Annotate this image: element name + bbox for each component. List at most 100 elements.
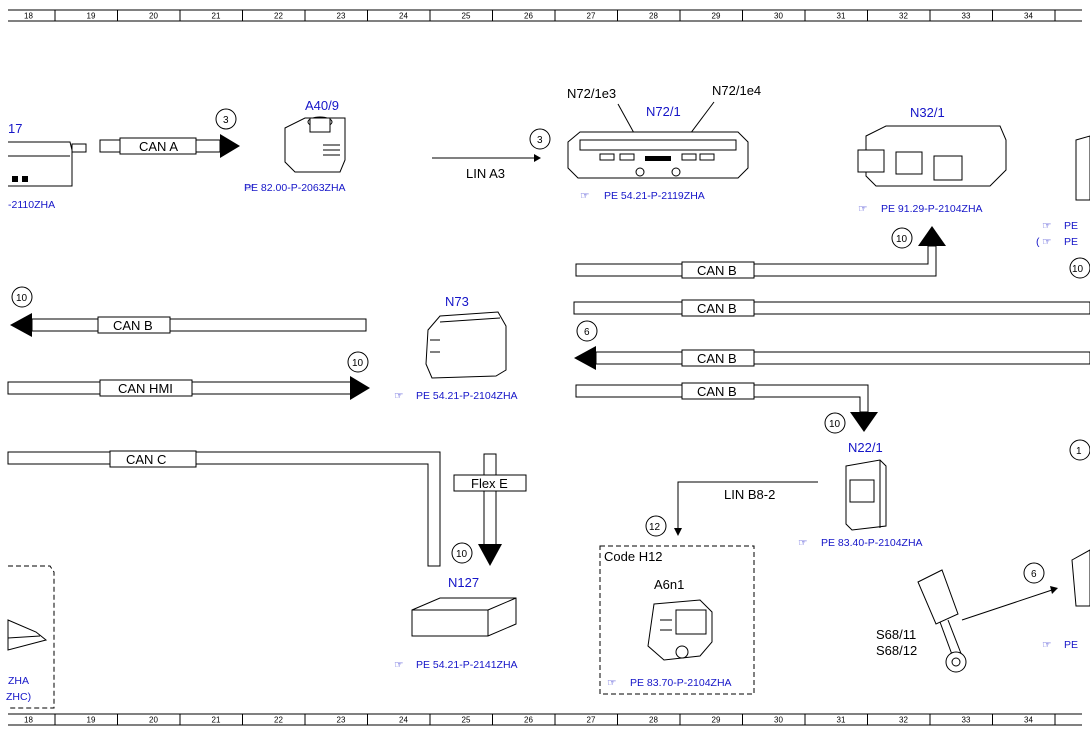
svg-text:☞: ☞ [858,203,867,215]
grid-label: 19 [87,716,96,725]
n72-1-label: N72/1 [646,104,681,119]
can-b-left-bus: CAN B 10 [10,286,367,337]
lin-a3-label: LIN A3 [466,166,505,181]
svg-text:3: 3 [223,115,229,126]
grid-label: 30 [774,12,783,21]
grid-label: 33 [962,716,971,725]
svg-text:☞: ☞ [1042,236,1051,248]
n127-ref: PE 54.21-P-2141ZHA [416,659,518,671]
grid-label: 34 [1024,12,1033,21]
n72-1-component: N72/1e3 N72/1e4 N72/1 PE 54.21-P-2119ZHA… [567,83,761,202]
svg-text:PE: PE [1064,639,1078,651]
grid-label: 28 [649,12,658,21]
svg-text:☞: ☞ [607,677,616,689]
grid-label: 18 [24,716,33,725]
svg-text:10: 10 [829,419,841,430]
n32-1-label: N32/1 [910,105,945,120]
grid-label: 25 [462,12,471,21]
can-b-label-4: CAN B [697,384,737,399]
grid-label: 29 [712,716,721,725]
svg-text:1: 1 [1076,446,1082,457]
a6n1-label: A6n1 [654,577,684,592]
grid-label: 28 [649,716,658,725]
n32-1-component: N32/1 PE 91.29-P-2104ZHA ☞ [857,105,1007,215]
grid-label: 20 [149,12,158,21]
grid-label: 19 [87,12,96,21]
grid-label: 33 [962,12,971,21]
can-b-label-5: CAN B [113,318,153,333]
can-c-label: CAN C [126,452,166,467]
grid-label: 22 [274,12,283,21]
grid-label: 26 [524,12,533,21]
svg-text:☞: ☞ [798,537,807,549]
grid-label: 27 [587,716,596,725]
s68-component: S68/11 S68/12 6 [876,549,1090,673]
flex-e-label: Flex E [471,476,508,491]
lin-b8-2-label: LIN B8-2 [724,487,775,502]
grid-label: 20 [149,716,158,725]
grid-label: 32 [899,716,908,725]
flex-e-bus: Flex E 10 [451,453,527,566]
grid-label: 21 [212,716,221,725]
n73-ref: PE 54.21-P-2104ZHA [416,390,518,402]
grid-label: 24 [399,12,408,21]
can-b-left-arrow-bus: CAN B 6 [574,320,1090,370]
svg-text:10: 10 [456,549,468,560]
svg-text:10: 10 [16,293,28,304]
svg-text:6: 6 [584,327,590,338]
svg-text:12: 12 [649,522,661,533]
a40-9-ref: PE 82.00-P-2063ZHA [244,182,346,194]
can-a-bus: CAN A 3 [99,108,240,158]
can-hmi-label: CAN HMI [118,381,173,396]
top-ruler: 18 19 20 21 22 23 24 25 26 27 28 29 30 31 32 33 34 [8,9,1082,22]
svg-text:10: 10 [896,234,908,245]
n73-component: N73 PE 54.21-P-2104ZHA ☞ [394,294,518,402]
a17-ref: -2110ZHA [8,199,55,211]
grid-label: 31 [837,12,846,21]
svg-text:PE: PE [1064,220,1078,232]
svg-text:☞: ☞ [580,190,589,202]
svg-text:☞: ☞ [1042,220,1051,232]
code-h12-label: Code H12 [604,549,663,564]
n72-1e4-label: N72/1e4 [712,83,761,98]
svg-text:☞: ☞ [245,182,254,194]
n127-label: N127 [448,575,479,590]
grid-label: 23 [337,12,346,21]
can-b-n22-bus: CAN B 10 [575,382,878,434]
svg-text:☞: ☞ [394,659,403,671]
grid-label: 18 [24,12,33,21]
svg-text:3: 3 [537,135,543,146]
n72-1e3-label: N72/1e3 [567,86,616,101]
can-a-label: CAN A [139,139,178,154]
a17-label: 17 [8,121,22,136]
svg-text:ZHC): ZHC) [6,691,31,703]
a40-9-label: A40/9 [305,98,339,113]
grid-label: 21 [212,12,221,21]
grid-label: 27 [587,12,596,21]
grid-label: 32 [899,12,908,21]
svg-text:☞: ☞ [1042,639,1051,651]
can-b-label-2: CAN B [697,301,737,316]
s68-12-label: S68/12 [876,643,917,658]
n127-component: N127 PE 54.21-P-2141ZHA ☞ [394,575,518,671]
svg-text:10: 10 [352,358,364,369]
lin-a3-bus: LIN A3 3 [432,128,551,181]
grid-label: 30 [774,716,783,725]
left-bottom-box: ZHA ZHC) [6,565,55,709]
code-h12-box: Code H12 A6n1 PE 83.70-P-2104ZHA ☞ [599,545,755,695]
n73-label: N73 [445,294,469,309]
grid-label: 25 [462,716,471,725]
svg-text:☞: ☞ [394,390,403,402]
grid-label: 29 [712,12,721,21]
grid-label: 34 [1024,716,1033,725]
n22-1-label: N22/1 [848,440,883,455]
n22-1-component: N22/1 PE 83.40-P-2104ZHA ☞ [798,440,923,549]
grid-label: 26 [524,716,533,725]
svg-text:10: 10 [1072,264,1084,275]
grid-label: 31 [837,716,846,725]
grid-label: 22 [274,716,283,725]
a17-component: 17 -2110ZHA [8,121,87,211]
can-c-bus: CAN C [7,450,441,567]
can-b-label-1: CAN B [697,263,737,278]
svg-text:(: ( [1036,236,1040,248]
